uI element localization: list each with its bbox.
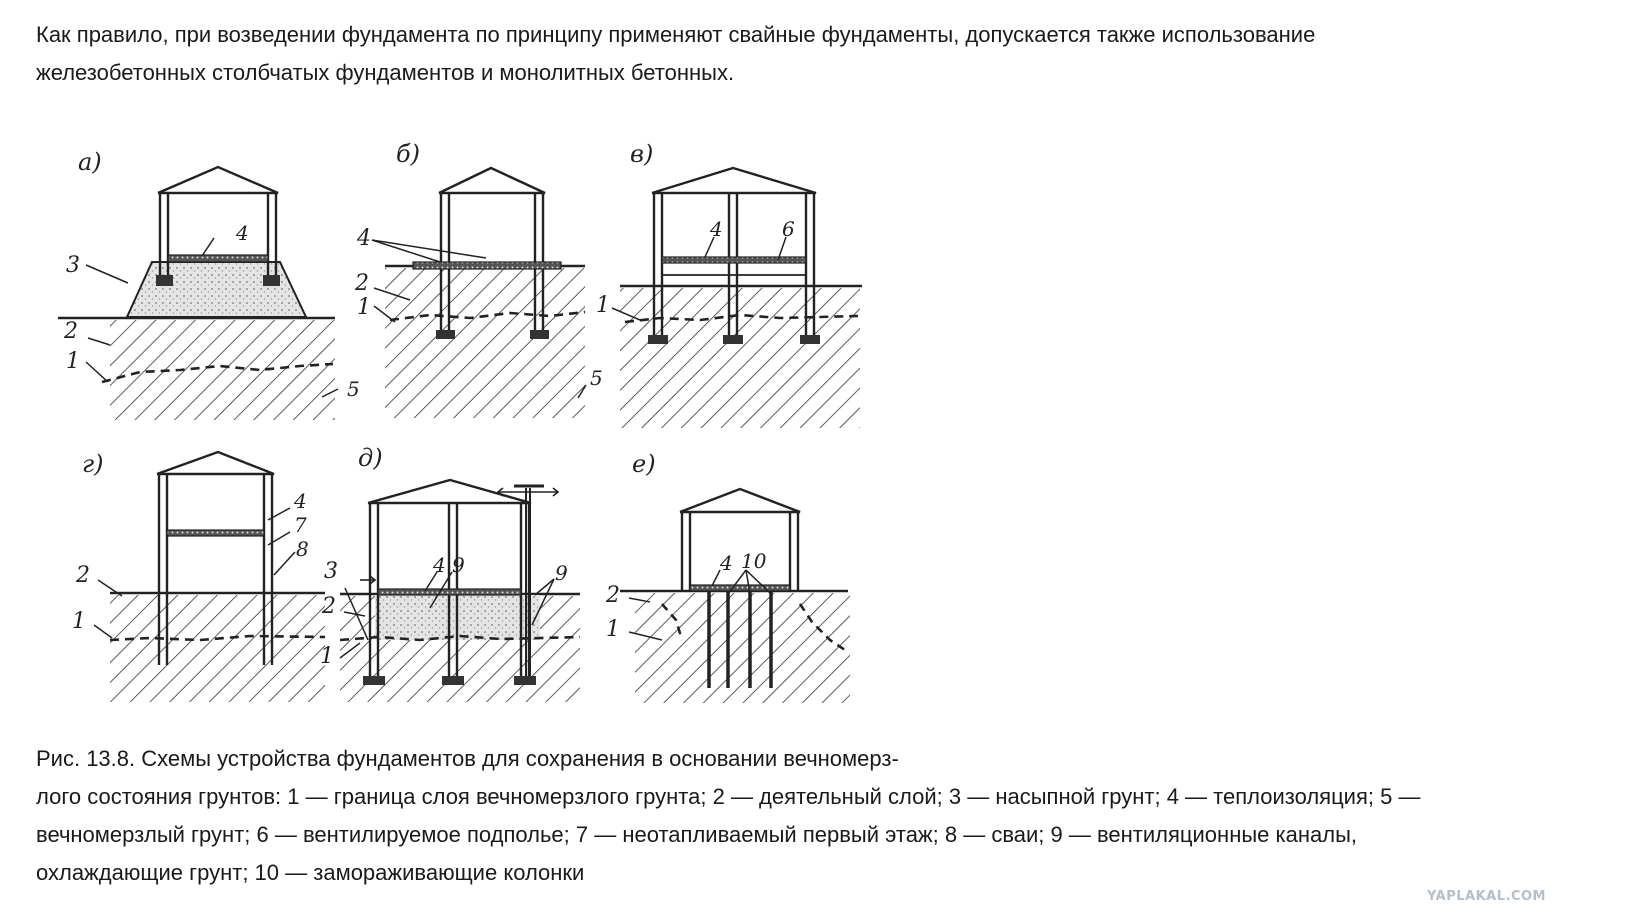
panel-f-letter: е) [632,450,656,478]
panel-b-label-2: 2 [354,271,369,296]
panel-a: а) 3 2 1 4 5 [58,148,360,420]
panel-d-insulation [166,529,265,537]
panel-f-insulation [689,584,791,592]
panel-b-insulation [412,261,562,270]
panel-e-letter: д) [358,444,383,472]
panel-e-label-3: 3 [324,559,338,584]
panel-b-letter: б) [396,140,420,168]
panel-a-ground [110,320,335,420]
caption-line-2: лого состояния грунтов: 1 — граница слоя… [36,784,1421,809]
caption-line-3: вечномерзлый грунт; 6 — вентилируемое по… [36,822,1357,847]
panel-a-label-1: 1 [66,349,80,374]
panel-d-label-1: 1 [72,609,86,634]
panel-c-insulation [661,256,807,264]
panel-f-label-2: 2 [605,583,620,608]
caption-line-4: охлаждающие грунт; 10 — замораживающие к… [36,860,585,885]
panel-f-label-10: 10 [741,549,767,573]
panel-b-ground [385,268,585,418]
panel-c-label-4: 4 [709,217,723,241]
panel-b: б) 4 2 1 5 [354,140,603,418]
panel-e-insulation [377,588,522,596]
panel-f-label-4: 4 [719,551,733,575]
panel-d-letter: г) [82,450,104,478]
panel-d-label-2: 2 [75,563,90,588]
panel-d: г) 2 1 4 7 8 [72,450,326,702]
panel-e-label-4: 4 [432,553,446,577]
panel-a-fill [125,261,308,318]
panel-d-label-7: 7 [294,513,307,537]
panel-e-label-1: 1 [320,644,334,669]
panel-b-label-5: 5 [590,366,603,390]
panel-c: в) 1 4 6 [596,140,862,428]
panel-d-ground [110,595,325,702]
intro-line-2: железобетонных столбчатых фундаментов и … [36,60,735,85]
panel-b-label-1: 1 [357,295,371,320]
panel-a-label-2: 2 [63,319,78,344]
panel-e-fill [375,595,540,640]
panel-a-label-3: 3 [66,253,80,278]
panel-f: е) 2 1 4 10 [605,450,850,703]
site-watermark: YAPLAKAL.COM [1427,889,1546,904]
panel-e-label-2: 2 [321,594,336,619]
panel-c-letter: в) [630,140,653,168]
panel-e-ground [340,596,580,702]
panel-f-ground [635,593,850,703]
panel-d-label-4: 4 [293,489,307,513]
panel-a-label-5: 5 [347,377,360,401]
panel-e-label-9b: 9 [555,561,568,585]
panel-c-ground [620,288,860,428]
intro-text: Как правило, при возведении фундамента п… [36,16,1596,92]
panel-b-label-4: 4 [356,226,371,251]
panel-c-label-6: 6 [782,217,795,241]
panel-e-label-9: 9 [452,553,465,577]
panel-a-insulation [167,254,269,263]
panel-c-label-1: 1 [596,293,610,318]
panel-a-letter: а) [78,148,102,176]
panel-a-label-4: 4 [235,221,249,245]
intro-line-1: Как правило, при возведении фундамента п… [36,22,1316,47]
figure-caption: Рис. 13.8. Схемы устройства фундаментов … [36,740,1616,892]
caption-line-1: Рис. 13.8. Схемы устройства фундаментов … [36,746,899,771]
panel-e: д) 3 2 1 4 9 9 [320,444,581,702]
panel-f-label-1: 1 [606,617,620,642]
panel-d-label-8: 8 [296,537,309,561]
